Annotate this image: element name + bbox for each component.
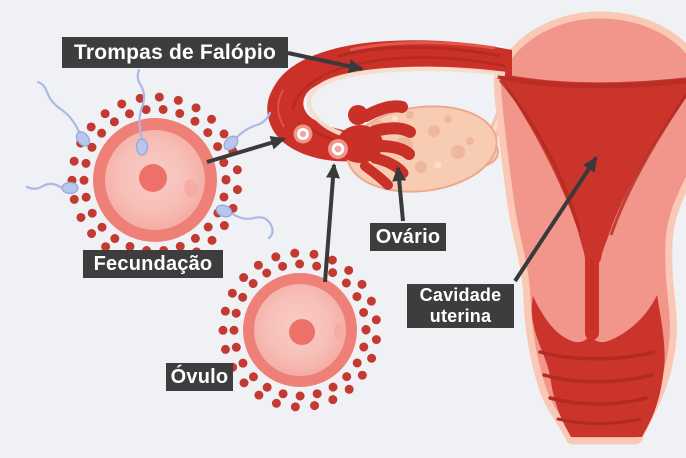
fertilization-egg [67,92,243,268]
arrow-uterine-cavity [513,156,598,283]
sperm-cell-1 [36,80,91,147]
sperm-cell-4 [223,111,272,151]
corona-dots-inner [229,259,371,401]
fimbriae-shape [337,100,416,190]
sperm-cell-5 [215,204,274,240]
ovum-egg [218,248,382,412]
egg-nucleus [289,319,315,345]
arrow-ovary [392,166,407,222]
sperm-group [25,68,274,240]
vaginal-canal-shape [531,295,665,437]
label-fertilization: Fecundação [83,250,223,278]
label-uterine-cavity: Cavidade uterina [407,284,514,328]
tube-egg-2 [328,139,348,159]
label-ovary: Ovário [370,223,446,251]
pointer-arrows [206,51,598,283]
arrow-fallopian-tube [287,51,364,74]
arrow-ovum [323,163,340,283]
arrow-fertilization [206,136,286,164]
egg-nucleus [139,164,167,192]
label-fallopian-tubes: Trompas de Falópio [62,37,288,68]
label-ovum: Óvulo [166,363,233,391]
corona-dots-outer [218,248,382,412]
tube-egg-1 [293,124,313,144]
sperm-cell-3 [135,68,149,156]
corona-dots-inner [79,104,231,256]
corona-dots-outer [67,92,243,268]
sperm-cell-2 [25,181,79,195]
